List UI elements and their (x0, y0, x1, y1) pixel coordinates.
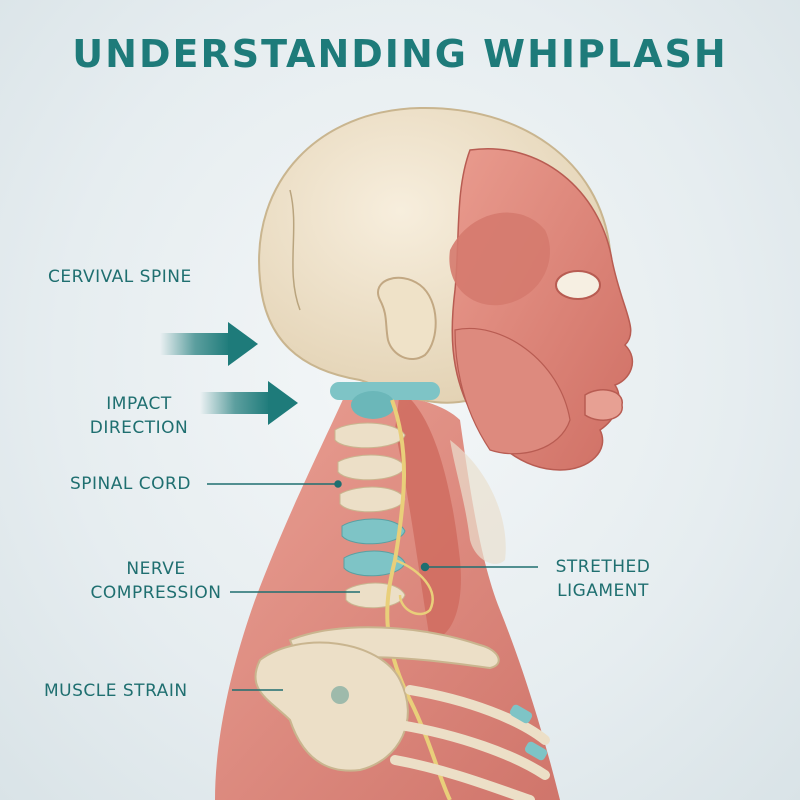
neck-front-muscle (395, 390, 461, 640)
cervical-vertebrae (330, 382, 440, 609)
shoulder-joint-mark (331, 686, 349, 704)
lips (584, 389, 623, 421)
impact-arrow (160, 322, 258, 366)
page-title: UNDERSTANDING WHIPLASH (72, 32, 728, 76)
label-impact-direction: IMPACT DIRECTION (78, 392, 200, 440)
label-muscle-strain: MUSCLE STRAIN (44, 681, 188, 701)
jaw-muscle (454, 328, 571, 455)
rib-cage (390, 685, 550, 800)
temporal-muscle (449, 212, 550, 306)
label-nerve-line2: COMPRESSION (90, 583, 222, 603)
label-cervical-spine: CERVIVAL SPINE (48, 267, 192, 287)
nerve-branch (394, 558, 434, 616)
impact-arrow (200, 381, 298, 425)
spinal-cord (385, 399, 452, 800)
label-impact-line1: IMPACT (106, 394, 172, 414)
label-ligament-line2: LIGAMENT (557, 581, 649, 601)
leader-lines (207, 480, 538, 691)
ear (377, 276, 437, 360)
throat-ligament (450, 440, 506, 564)
rib-cartilage (509, 704, 548, 761)
label-impact-line2: DIRECTION (89, 418, 189, 438)
label-nerve-line1: NERVE (126, 559, 186, 579)
shoulder-bone (254, 641, 409, 772)
label-nerve-compression: NERVE COMPRESSION (84, 557, 228, 605)
label-ligament-line1: STRETHED (555, 557, 651, 577)
label-stretched-ligament: STRETHED LIGAMENT (544, 555, 662, 603)
skull-suture (289, 189, 301, 311)
eye (555, 270, 601, 300)
label-spinal-cord: SPINAL CORD (70, 474, 191, 494)
